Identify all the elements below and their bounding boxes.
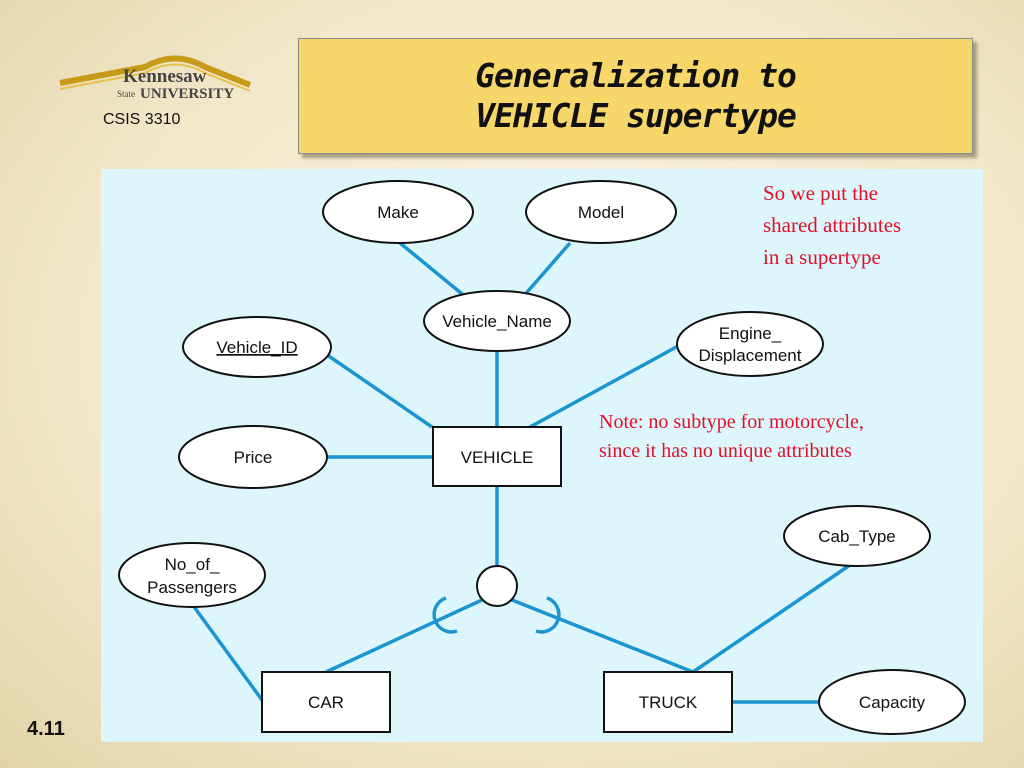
connector-truck [511, 598, 694, 674]
entity-car-label: CAR [308, 693, 344, 712]
motorcycle-note-line-2: since it has no unique attributes [599, 440, 852, 462]
university-logo: Kennesaw State UNIVERSITY [59, 55, 252, 102]
subset-symbol-right [535, 596, 561, 634]
motorcycle-note-line-1: Note: no subtype for motorcycle, [599, 411, 864, 433]
connector-model [520, 241, 572, 300]
attribute-vehicle-id [182, 316, 332, 378]
logo-state-text: State [117, 89, 135, 99]
entity-car [261, 671, 391, 733]
attribute-price [178, 425, 328, 489]
attribute-engine-label-2: Displacement [699, 346, 802, 365]
disjointness-circle [476, 565, 518, 607]
attribute-cab-type [783, 505, 931, 567]
connector-make [398, 241, 469, 300]
attribute-engine-displacement [676, 311, 824, 377]
slide-title-line-2: VEHICLE supertype [475, 96, 797, 135]
attribute-make-label: Make [377, 203, 419, 222]
connector-engine [529, 343, 681, 429]
supertype-note: So we put the shared attributes in a sup… [763, 177, 901, 273]
slide-title-box: Generalization to VEHICLE supertype [298, 38, 973, 154]
attribute-price-label: Price [234, 448, 273, 467]
attribute-cab-type-label: Cab_Type [818, 527, 896, 546]
logo-top-text: Kennesaw [123, 66, 207, 87]
attribute-vehicle-name-label: Vehicle_Name [442, 312, 552, 331]
connector-cab-type [692, 563, 851, 674]
connector-passengers [190, 602, 264, 702]
attribute-passengers-label-2: Passengers [147, 578, 237, 597]
connector-vehicle-id [319, 348, 433, 429]
attribute-engine-label-1: Engine_ [719, 324, 782, 343]
entity-vehicle [432, 426, 562, 487]
supertype-note-line-2: shared attributes [763, 213, 902, 237]
attribute-no-of-passengers [118, 542, 266, 608]
supertype-note-line-1: So we put the [763, 181, 878, 205]
entity-truck-label: TRUCK [639, 693, 698, 712]
attribute-model-label: Model [578, 203, 624, 222]
attribute-model [525, 180, 677, 244]
entity-vehicle-label: VEHICLE [461, 448, 534, 467]
attribute-capacity [818, 669, 966, 735]
entity-truck [603, 671, 733, 733]
slide-title-line-1: Generalization to [475, 56, 797, 95]
motorcycle-note: Note: no subtype for motorcycle, since i… [599, 408, 864, 466]
connector-car [325, 598, 483, 674]
page-number: 4.11 [27, 718, 65, 740]
logo-bottom-text: UNIVERSITY [140, 86, 234, 102]
attribute-vehicle-id-label: Vehicle_ID [216, 338, 297, 357]
attribute-passengers-label-1: No_of_ [165, 555, 220, 574]
attribute-make [322, 180, 474, 244]
course-code: CSIS 3310 [103, 111, 181, 128]
supertype-note-line-3: in a supertype [763, 245, 881, 269]
attribute-vehicle-name [423, 290, 571, 352]
subset-symbol-left [432, 596, 458, 634]
attribute-capacity-label: Capacity [859, 693, 926, 712]
